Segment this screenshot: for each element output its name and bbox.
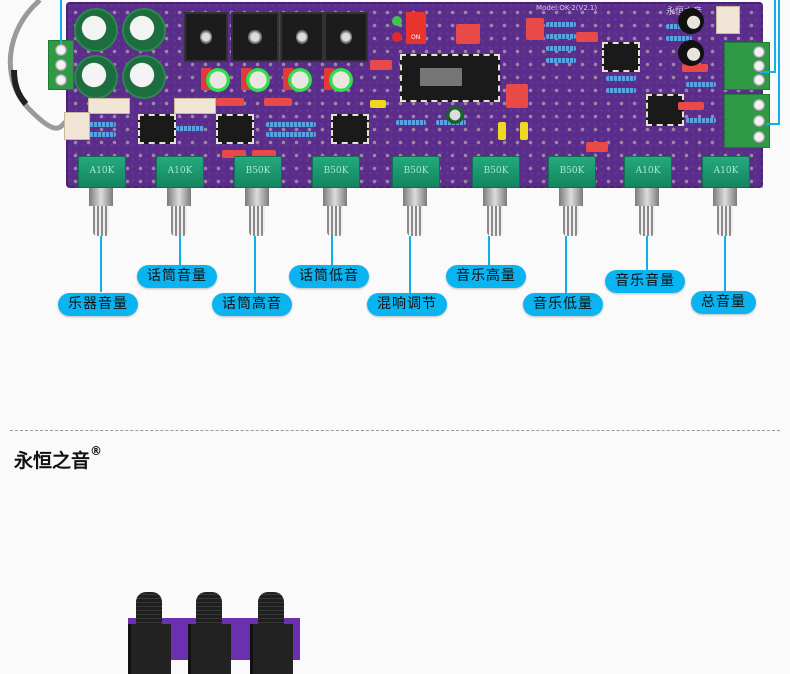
header-connector [88,98,130,114]
callout-line [409,236,411,294]
op-amp-chip [331,114,369,144]
trademark-symbol: ® [90,444,103,458]
callout-mic-treble: 话筒高音 [212,293,292,316]
electrolytic-capacitor [206,68,230,92]
header-connector [716,6,740,34]
callout-line [646,236,648,272]
brand-heading: 永恒之音® [14,444,103,472]
potentiometer-instrument-volume[interactable]: A10K [78,156,126,266]
power-terminal-block [48,40,74,90]
callout-line [100,236,102,292]
header-connector [174,98,216,114]
callout-line [254,236,256,294]
filter-capacitor [124,10,164,50]
electrolytic-capacitor [329,68,353,92]
potentiometer-music-volume[interactable]: A10K [624,156,672,266]
potentiometer-master-volume[interactable]: A10K [702,156,750,266]
electrolytic-capacitor [288,68,312,92]
status-led-green [392,16,402,26]
input-terminal-block [724,94,770,148]
op-amp-chip [646,94,684,126]
output-terminal-block [724,42,770,90]
callout-line [724,236,726,292]
audio-jack [188,592,231,674]
callout-reverb: 混响调节 [367,293,447,316]
callout-mic-bass: 话筒低音 [289,265,369,288]
filter-capacitor [76,57,116,97]
signal-cable [7,0,70,131]
potentiometer-mic-bass[interactable]: B50K [312,156,360,266]
status-led-red [392,32,402,42]
callout-line [565,236,567,294]
voltage-regulator [184,12,228,62]
callout-line-output [774,0,776,72]
voltage-regulator [324,12,368,62]
callout-music-volume: 音乐音量 [605,270,685,293]
dip-switch: ON [406,12,426,44]
voltage-regulator [231,12,279,62]
op-amp-chip [216,114,254,144]
voltage-regulator [280,12,324,62]
model-silkscreen: Model:OK-2(V2.1) [536,4,598,12]
cable-connector [64,112,90,140]
potentiometer-reverb[interactable]: B50K [392,156,440,266]
electrolytic-capacitor [678,8,704,34]
electrolytic-capacitor [246,68,270,92]
potentiometer-mic-treble[interactable]: B50K [234,156,282,266]
callout-mic-volume: 话筒音量 [137,265,217,288]
potentiometer-music-treble[interactable]: B50K [472,156,520,266]
filter-capacitor [124,57,164,97]
callout-music-bass: 音乐低量 [523,293,603,316]
op-amp-chip [138,114,176,144]
electrolytic-capacitor [678,40,704,66]
filter-capacitor [76,10,116,50]
potentiometer-mic-volume[interactable]: A10K [156,156,204,266]
callout-line-power [60,0,62,44]
callout-line [488,236,490,266]
echo-processor-chip [400,54,500,102]
callout-master-volume: 总音量 [691,291,756,314]
audio-jack [250,592,293,674]
op-amp-chip [602,42,640,72]
section-divider [10,430,780,431]
tone-control-pcb: ON Model:OK-2(V2.1) 永恒之音 [66,2,763,188]
audio-jack [128,592,171,674]
callout-instrument-volume: 乐器音量 [58,293,138,316]
callout-music-treble: 音乐高量 [446,265,526,288]
potentiometer-music-bass[interactable]: B50K [548,156,596,266]
callout-line [179,236,181,266]
callout-line-input [778,0,780,124]
callout-line [331,236,333,266]
